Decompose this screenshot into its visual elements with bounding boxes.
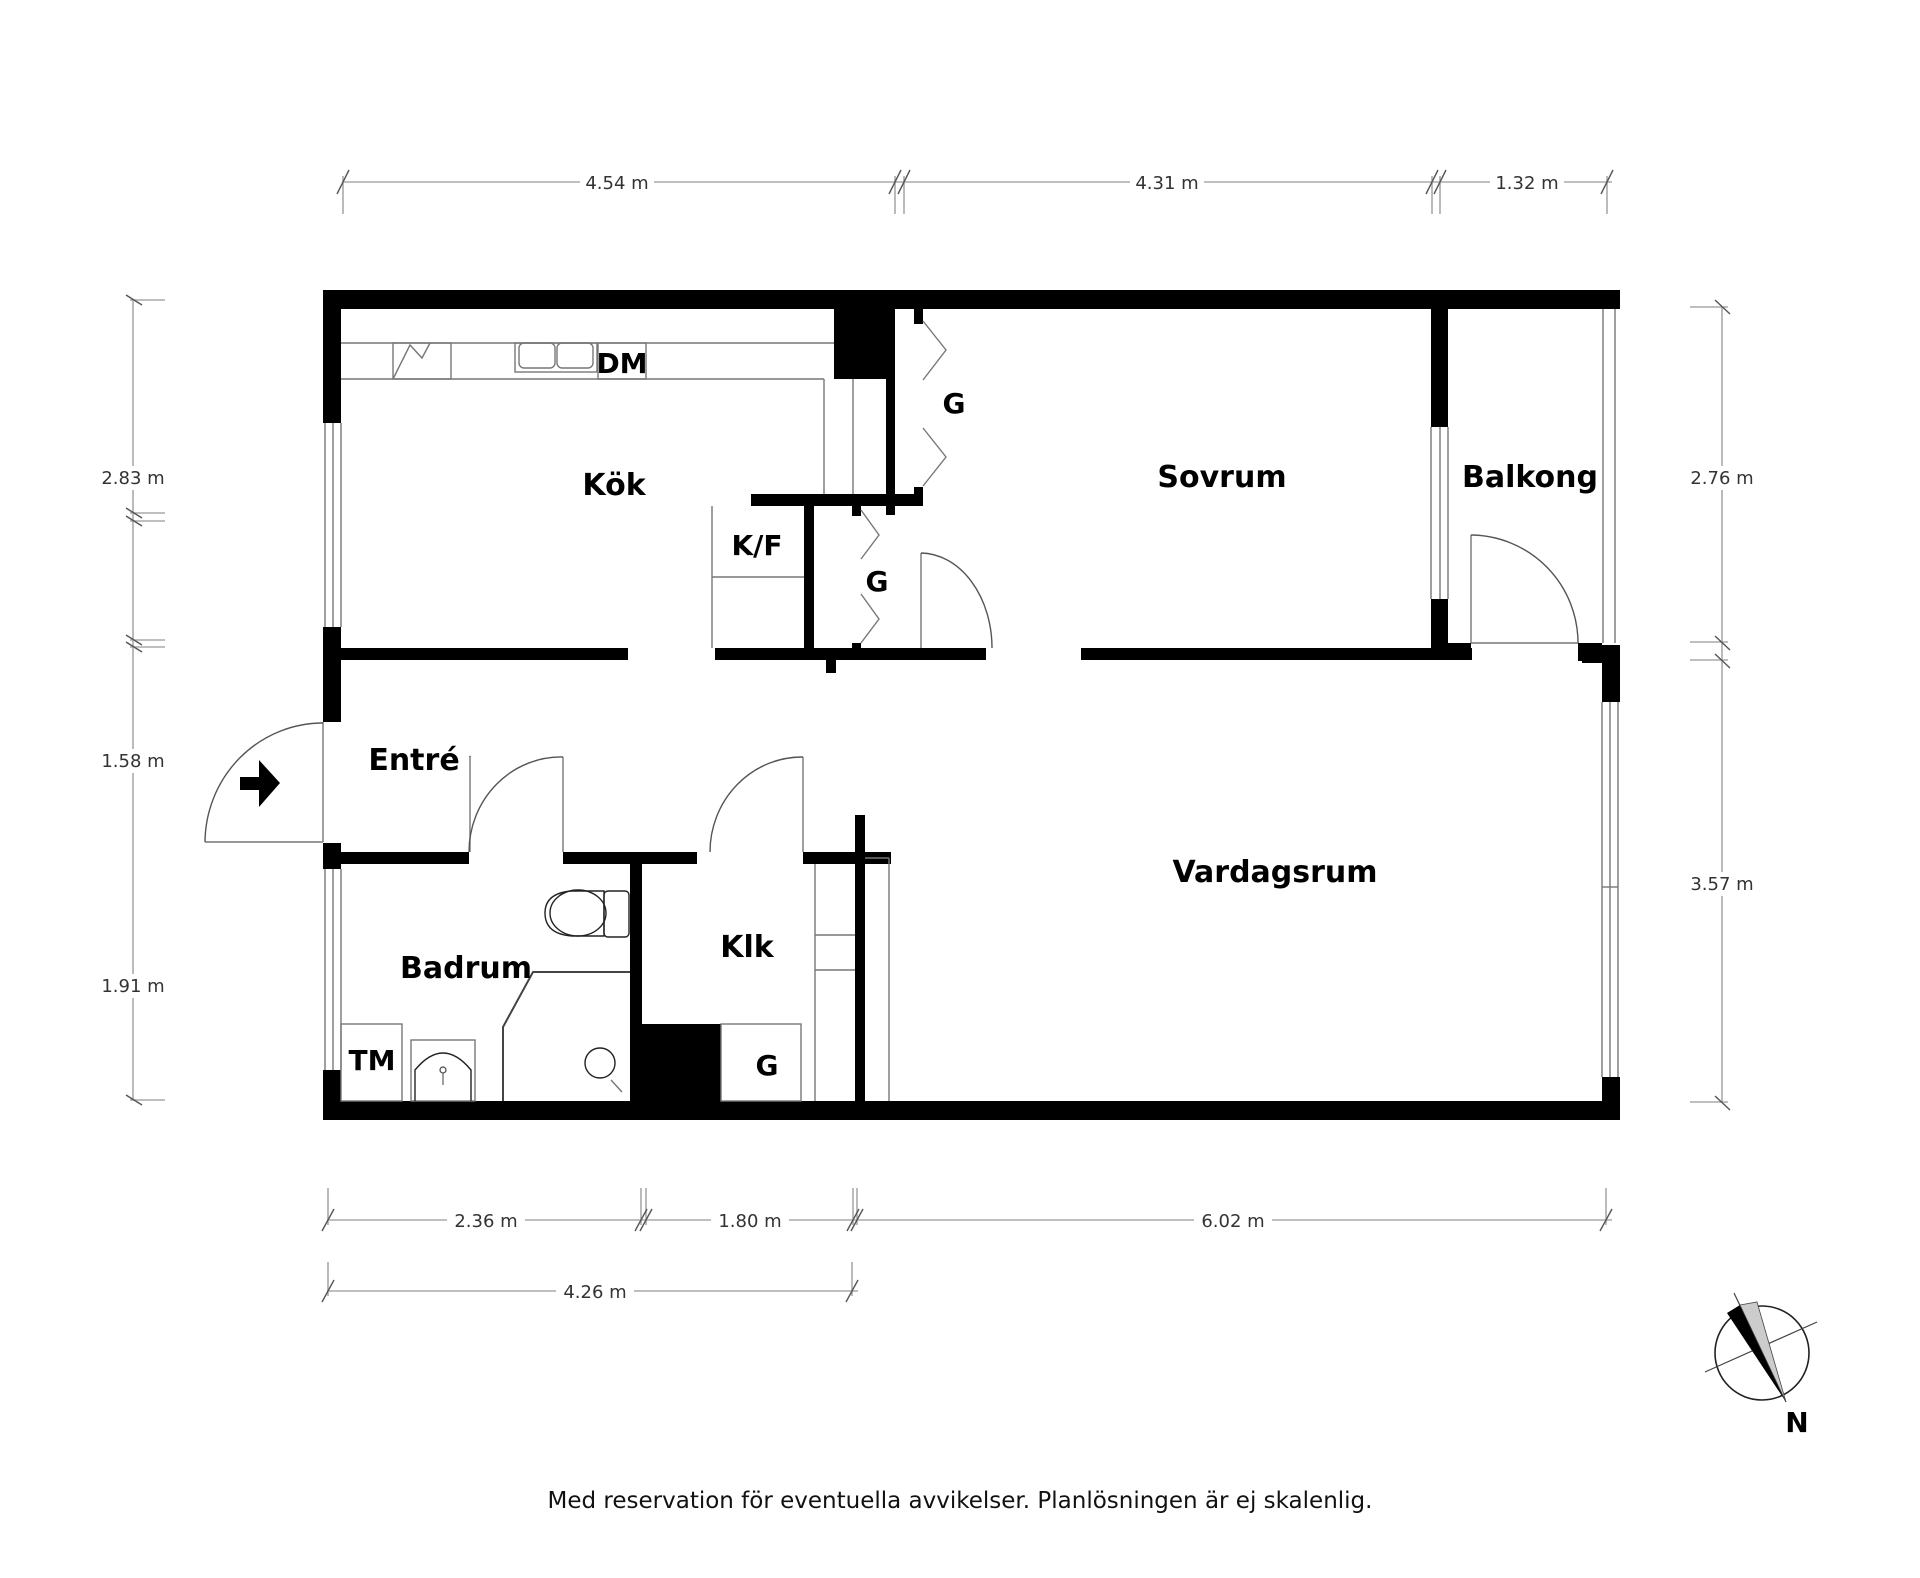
- entrance-arrow-icon: [240, 760, 280, 807]
- north-compass-icon: [1704, 1292, 1818, 1403]
- label-wardrobe-mid: G: [866, 565, 889, 598]
- doors: [204, 534, 1579, 853]
- dim-bottom-1: 2.36 m: [454, 1211, 517, 1232]
- label-washing-machine: TM: [349, 1044, 396, 1077]
- dim-bottom-2: 1.80 m: [718, 1211, 781, 1232]
- dim-right-1: 2.76 m: [1690, 468, 1753, 489]
- room-label-klk: Klk: [720, 930, 775, 965]
- label-wardrobe-klk: G: [756, 1049, 779, 1082]
- room-label-kok: Kök: [582, 468, 646, 503]
- dimension-bottom: 2.36 m 1.80 m 6.02 m 4.26 m: [321, 1188, 1613, 1303]
- fridge-freezer: [711, 506, 804, 648]
- windows: [324, 309, 1619, 1077]
- bathroom-fixtures: [340, 889, 630, 1102]
- walls: [323, 290, 1620, 1120]
- kitchen-counter: [341, 342, 854, 494]
- dim-left-2: 1.58 m: [101, 751, 164, 772]
- dim-left-3: 1.91 m: [101, 976, 164, 997]
- dim-top-1: 4.54 m: [585, 173, 648, 194]
- dim-right-2: 3.57 m: [1690, 874, 1753, 895]
- room-label-vardagsrum: Vardagsrum: [1172, 855, 1377, 890]
- room-label-sovrum: Sovrum: [1157, 460, 1286, 495]
- room-label-badrum: Badrum: [400, 951, 532, 986]
- dimension-right: 2.76 m 3.57 m: [1685, 299, 1759, 1111]
- wardrobe-doors: [860, 320, 947, 644]
- dimension-left: 2.83 m 1.58 m 1.91 m: [96, 294, 170, 1106]
- label-wardrobe-top: G: [943, 387, 966, 420]
- label-dishwasher: DM: [596, 347, 647, 380]
- room-label-balkong: Balkong: [1462, 460, 1598, 495]
- room-label-entre: Entré: [368, 743, 459, 778]
- dim-left-1: 2.83 m: [101, 468, 164, 489]
- label-fridge-freezer: K/F: [731, 529, 782, 562]
- dim-top-2: 4.31 m: [1135, 173, 1198, 194]
- disclaimer-text: Med reservation för eventuella avvikelse…: [548, 1488, 1373, 1514]
- dim-bottom-total: 4.26 m: [563, 1282, 626, 1303]
- compass-north-label: N: [1785, 1406, 1808, 1439]
- dim-top-3: 1.32 m: [1495, 173, 1558, 194]
- dim-bottom-3: 6.02 m: [1201, 1211, 1264, 1232]
- klk-cabinets: [720, 857, 890, 1102]
- dimension-top: 4.54 m 4.31 m 1.32 m: [336, 169, 1614, 214]
